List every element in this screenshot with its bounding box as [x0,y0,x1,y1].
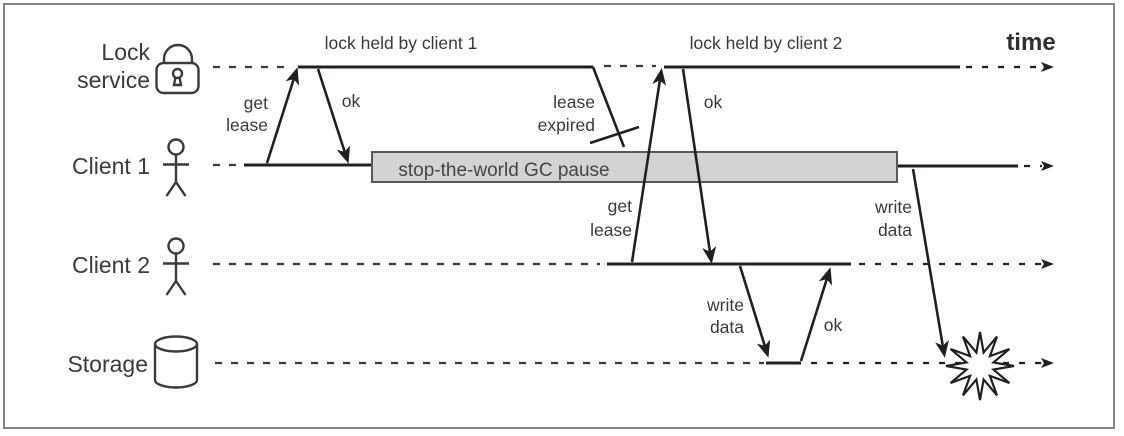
lane-label-client2: Client 2 [72,252,150,278]
person-icon [163,138,189,197]
write-data-2-label-line2: data [710,317,744,337]
lock-held-by-client1-label: lock held by client 1 [325,33,478,53]
write-data-1-label-line1: write [874,197,912,217]
get-lease-2-arrow [630,68,667,263]
conflict-explosion-icon [945,331,1015,401]
ok-2-arrow [681,68,717,264]
lease-expired-marker [589,66,640,148]
gc-pause-box [371,151,898,183]
get-lease-2-label-line2: lease [590,220,632,240]
ok-1-arrow [316,68,350,164]
ok-3-arrow [799,267,833,362]
lease-expired-label-line1: lease [553,92,595,112]
person-icon [163,237,189,296]
time-axis-label: time [1006,29,1055,56]
get-lease-1-label-line2: lease [226,115,268,135]
dashed-timeline-ends [811,62,1054,368]
ok-3-label: ok [824,315,843,335]
database-icon [153,335,199,389]
ok-2-label: ok [704,92,723,112]
figure-frame [3,3,1115,429]
lease-expiry-cross [589,125,640,145]
write-data-1-arrow [911,168,949,358]
lease-expired-label-line2: expired [538,115,595,135]
padlock-icon [155,43,200,95]
active-timelines [244,65,1018,365]
gc-pause-label: stop-the-world GC pause [398,160,609,181]
lane-label-storage: Storage [67,351,148,377]
write-data-2-arrow [738,265,771,358]
ok-1-label: ok [342,91,361,111]
write-data-2-label-line1: write [706,295,744,315]
lane-label-lock-service-line2: service [77,67,150,93]
get-lease-1-arrow [265,67,300,164]
get-lease-2-label-line1: get [608,196,632,216]
lane-label-client1: Client 1 [72,153,150,179]
lock-held-by-client2-label: lock held by client 2 [690,33,843,53]
dashed-timelines [213,64,764,365]
message-arrows [265,67,833,362]
lane-label-lock-service-line1: Lock [101,39,150,65]
write-data-1-label-line2: data [878,220,912,240]
get-lease-1-label-line1: get [244,93,268,113]
